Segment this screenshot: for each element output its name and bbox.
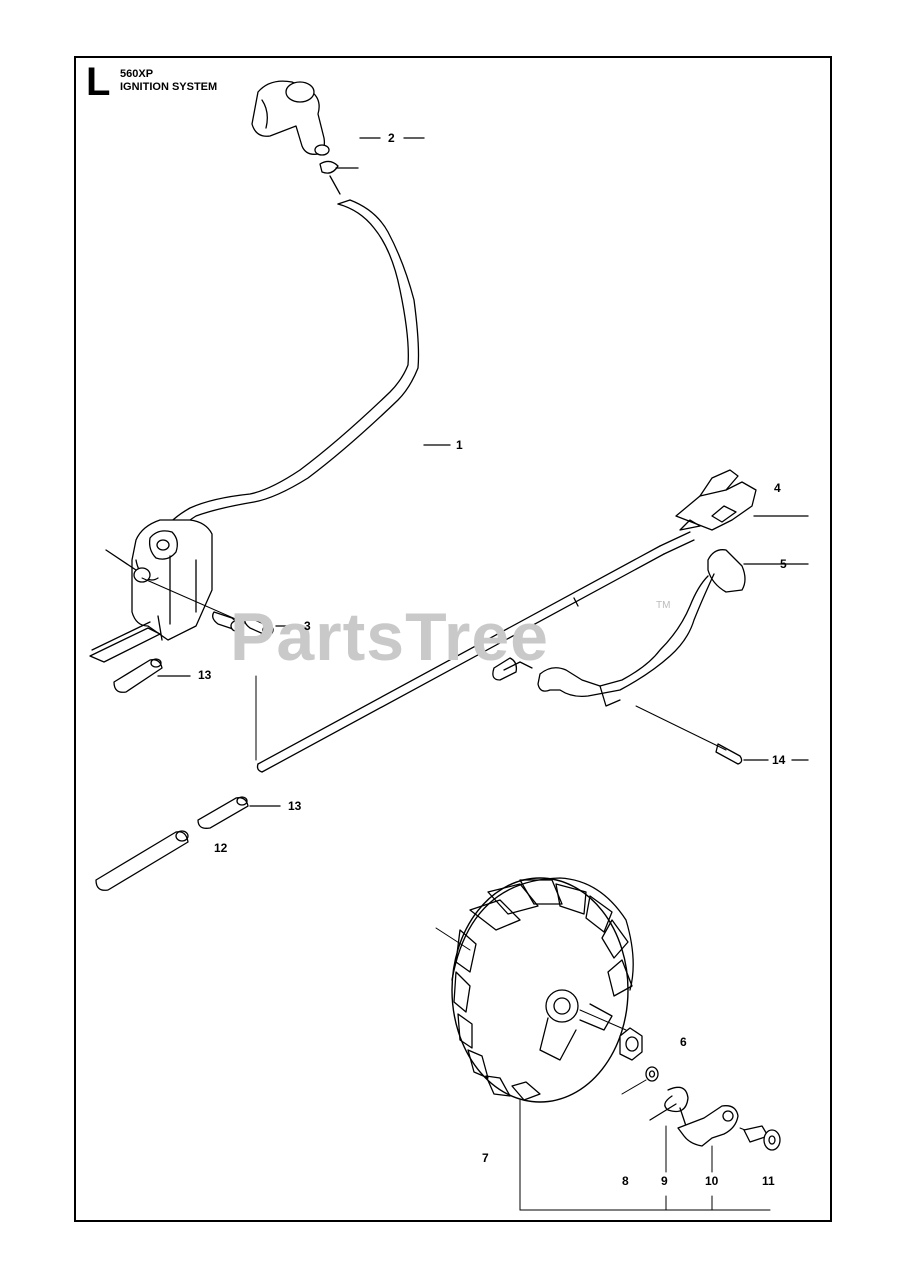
long-cable: [256, 531, 695, 773]
section-letter: L: [86, 60, 111, 104]
callout-13-lower: 13: [288, 799, 302, 813]
spring: [649, 1086, 689, 1127]
switch-connector: [675, 469, 809, 531]
insulation-tube: [95, 830, 189, 891]
flywheel-nut: [579, 1009, 643, 1061]
callout-9: 9: [661, 1174, 668, 1188]
callout-13-upper: 13: [198, 668, 212, 682]
pawl: [677, 1105, 739, 1147]
callout-6: 6: [680, 1035, 687, 1049]
ignition-coil: [131, 519, 213, 641]
callout-2: 2: [388, 131, 395, 145]
model-name: 560XP: [120, 68, 154, 80]
boot-spring: [319, 160, 359, 195]
callout-14: 14: [772, 753, 786, 767]
watermark: PartsTree: [230, 599, 549, 675]
system-title: IGNITION SYSTEM: [120, 81, 218, 93]
wire-harness: [492, 549, 809, 707]
coil-screws: [212, 611, 297, 637]
coil-axis-line: [105, 549, 137, 571]
pawl-screw: [739, 1125, 781, 1151]
diagram-border: [74, 56, 832, 1222]
callout-11: 11: [762, 1174, 775, 1188]
callout-12: 12: [214, 841, 228, 855]
callout-1: 1: [456, 438, 463, 452]
callout-10: 10: [705, 1174, 719, 1188]
connector-sleeve-upper: [113, 658, 191, 693]
spark-plug-boot: [251, 80, 330, 156]
ht-lead: [161, 199, 420, 539]
washer: [621, 1066, 659, 1095]
coil-terminals: [89, 615, 163, 663]
screw-14: [635, 705, 809, 765]
callout-bracket: [519, 1099, 771, 1211]
watermark-tm: TM: [656, 600, 671, 611]
callout-3: 3: [304, 619, 311, 633]
callout-4: 4: [774, 481, 781, 495]
callout-8: 8: [622, 1174, 629, 1188]
flywheel: [435, 877, 634, 1103]
coil-bolt-axis: [141, 577, 257, 629]
callout-7: 7: [482, 1151, 489, 1165]
callout-5: 5: [780, 557, 787, 571]
connector-sleeve-lower: [197, 796, 281, 829]
